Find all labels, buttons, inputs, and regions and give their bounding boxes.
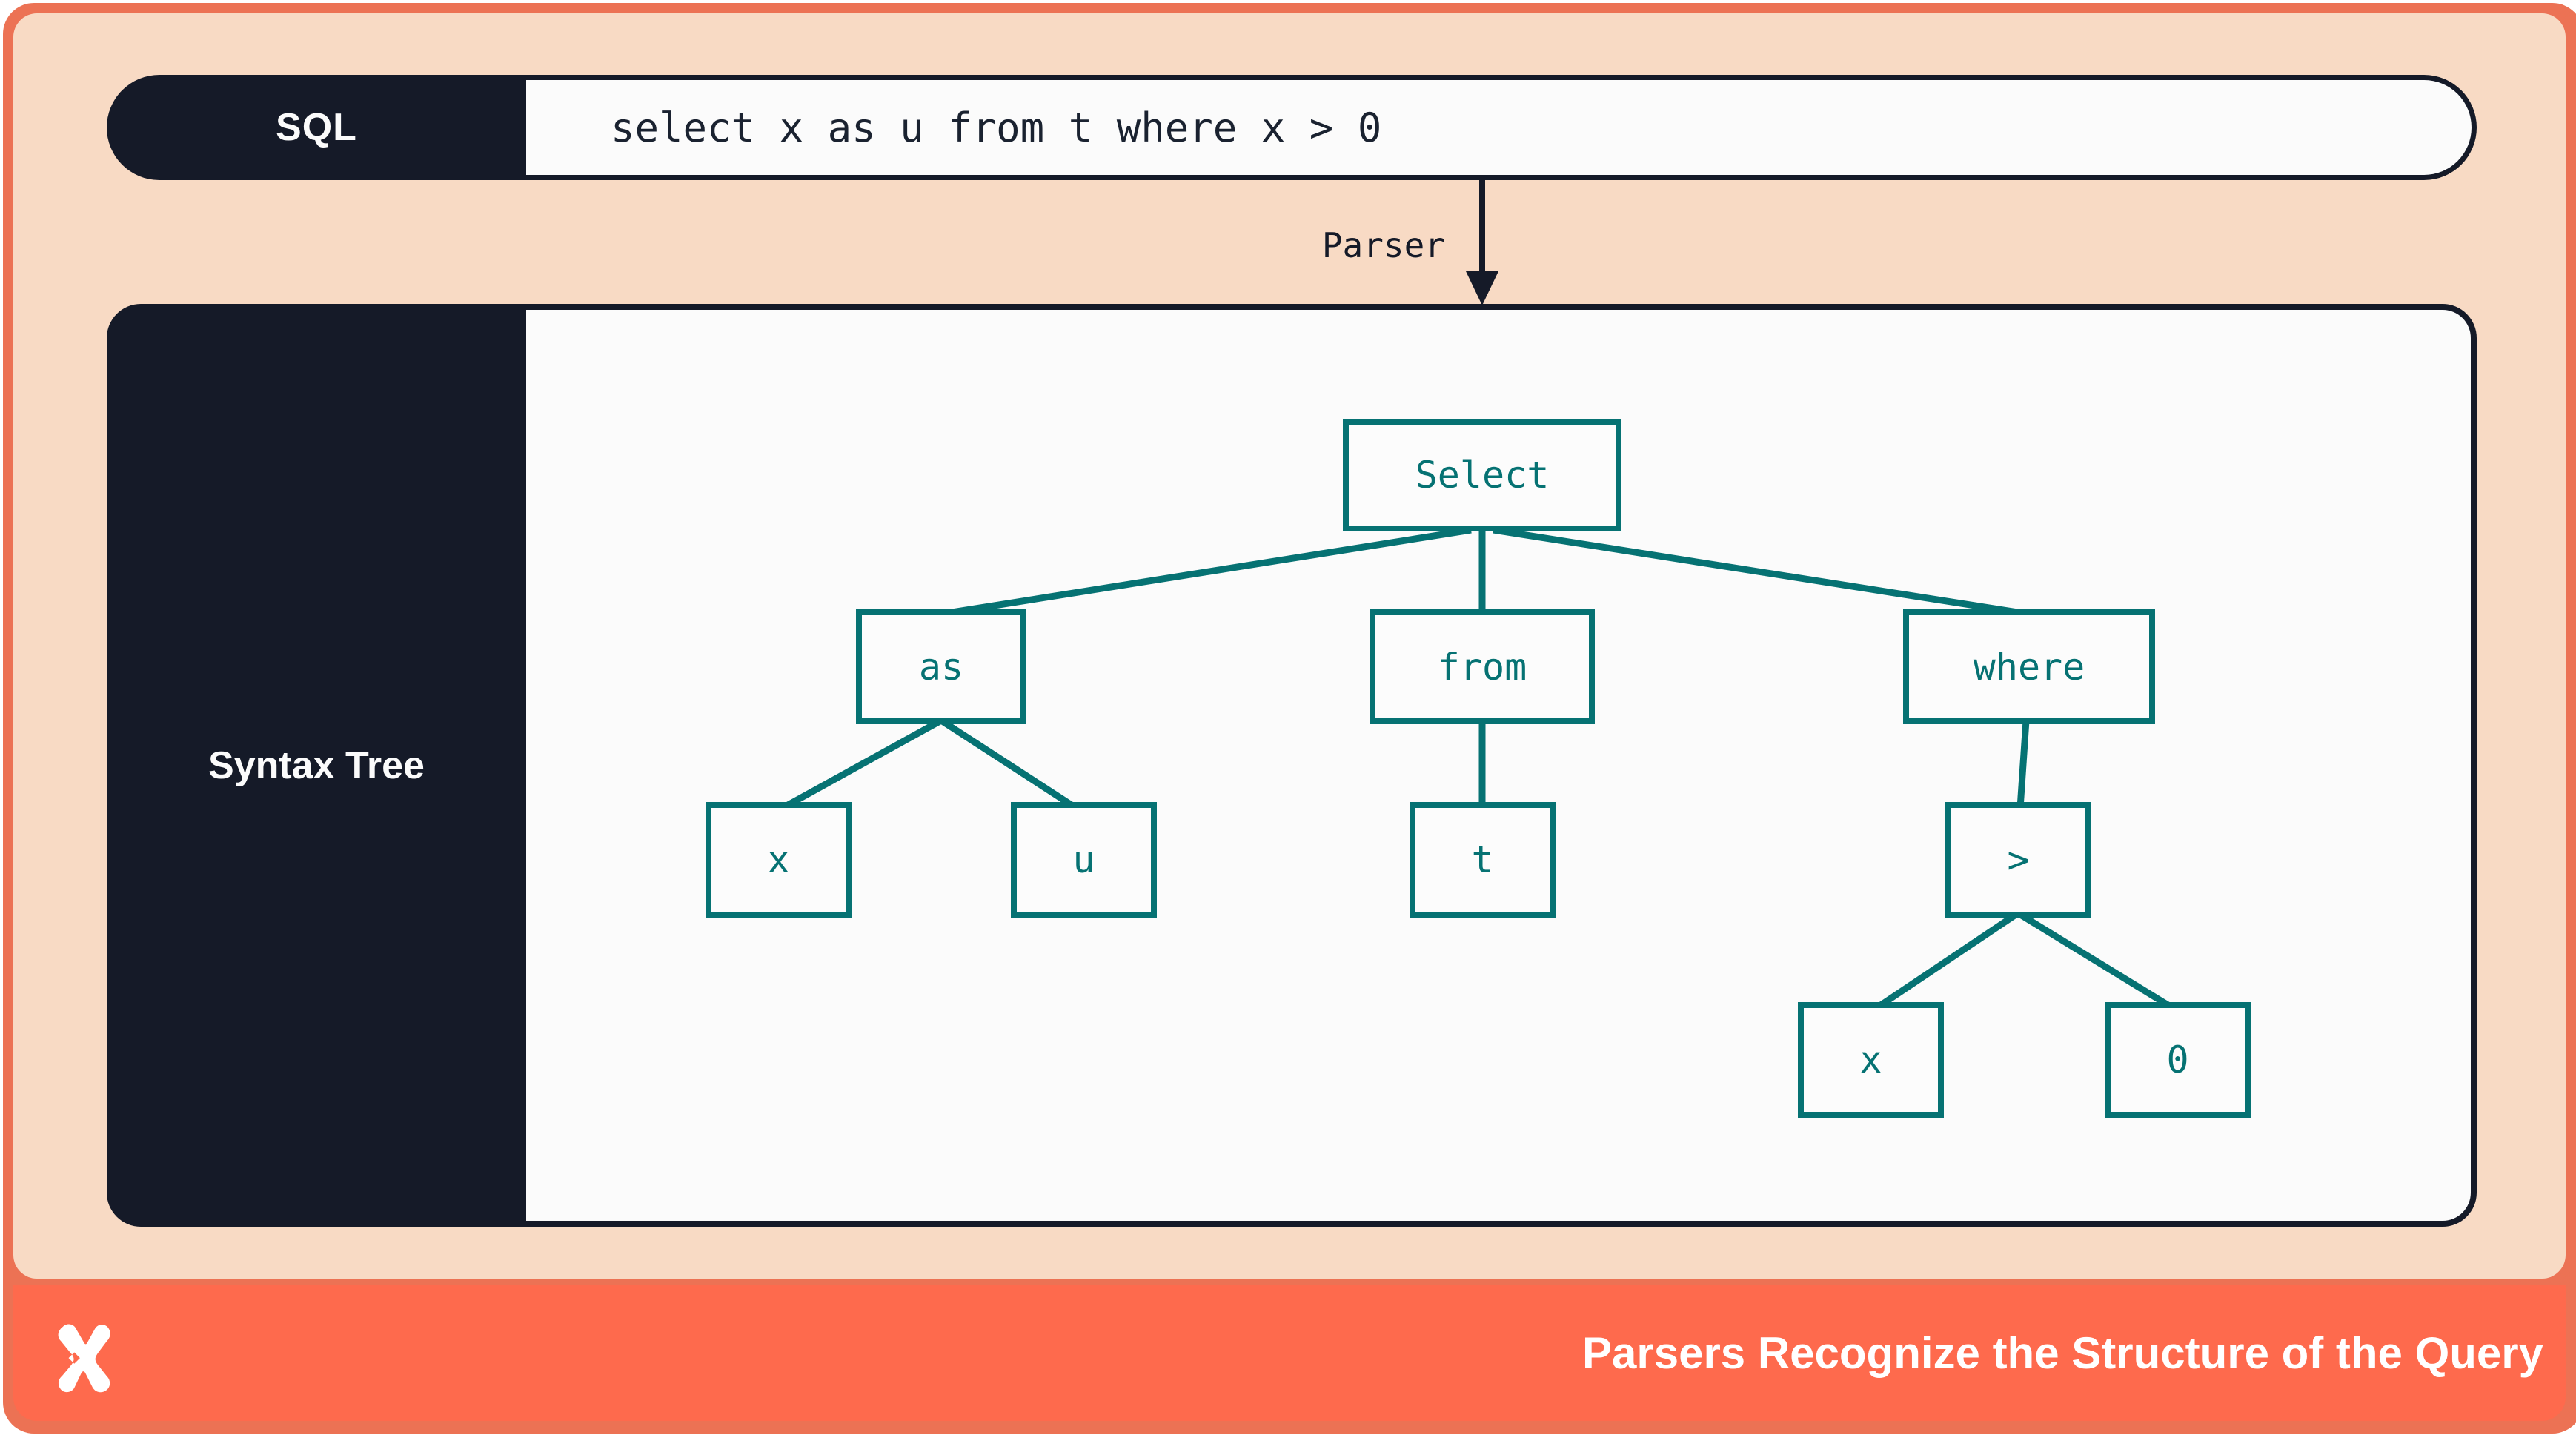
tree-node-where: where — [1903, 609, 2155, 724]
tree-node-x-alias: x — [706, 802, 852, 918]
footer-band — [13, 1285, 2566, 1421]
parser-arrow-line — [1479, 180, 1485, 274]
parser-label: Parser — [1321, 225, 1445, 265]
parser-arrow-head-icon — [1466, 271, 1498, 305]
tree-node-x-cond: x — [1798, 1002, 1944, 1118]
syntax-tree-panel-label: Syntax Tree — [208, 743, 425, 787]
tree-node-select: Select — [1343, 419, 1621, 531]
tree-node-zero: 0 — [2105, 1002, 2251, 1118]
tree-node-from: from — [1370, 609, 1595, 724]
tree-node-t: t — [1410, 802, 1556, 918]
star-logo-icon — [58, 1324, 110, 1393]
tree-node-greater-than: > — [1945, 802, 2091, 918]
tree-node-as: as — [856, 609, 1026, 724]
sql-query-text: select x as u from t where x > 0 — [611, 104, 1382, 151]
sql-bar-label: SQL — [276, 106, 357, 149]
sql-query-area: select x as u from t where x > 0 — [526, 80, 2472, 175]
sql-bar: SQL select x as u from t where x > 0 — [107, 75, 2477, 180]
tree-node-u: u — [1011, 802, 1157, 918]
footer-caption: Parsers Recognize the Structure of the Q… — [1581, 1328, 2543, 1378]
